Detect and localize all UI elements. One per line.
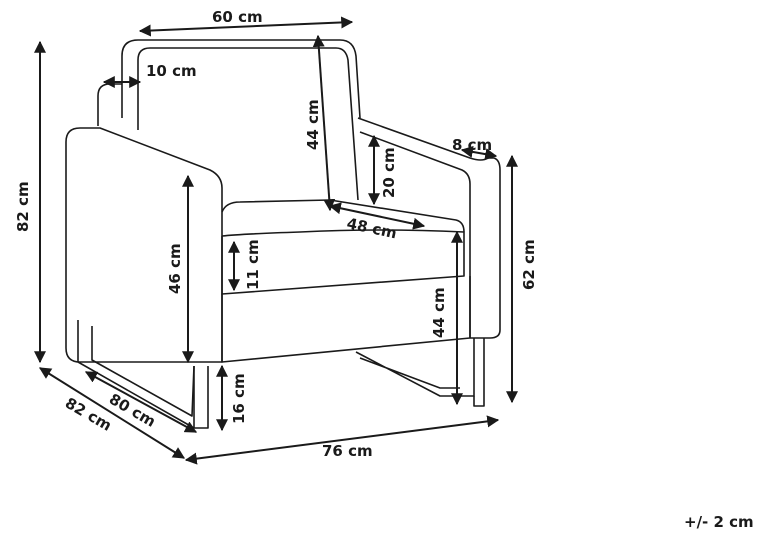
dim-line-back-height xyxy=(312,34,336,212)
dimension-lines xyxy=(34,16,518,465)
back-side-bump xyxy=(97,83,122,126)
label-total-depth: 82 cm xyxy=(62,394,115,435)
dim-line-total-depth xyxy=(38,367,186,459)
label-leg-height: 16 cm xyxy=(230,373,248,424)
label-seat-height: 44 cm xyxy=(430,287,448,338)
label-arm-side: 46 cm xyxy=(166,243,184,294)
left-arm xyxy=(65,127,223,363)
dim-line-seat-depth xyxy=(328,202,426,230)
label-total-width: 60 cm xyxy=(212,8,263,26)
label-overall-width: 76 cm xyxy=(322,442,373,460)
label-arm-width: 8 cm xyxy=(452,136,492,154)
backrest-frame xyxy=(121,39,361,119)
dim-line-arm-width xyxy=(460,145,498,161)
label-back-frame: 10 cm xyxy=(146,62,197,80)
label-arm-height: 62 cm xyxy=(520,239,538,290)
dimension-labels: 60 cm 10 cm 44 cm 20 cm 8 cm 82 cm 48 cm… xyxy=(14,8,538,460)
tolerance-note: +/- 2 cm xyxy=(684,513,754,531)
label-total-height: 82 cm xyxy=(14,181,32,232)
label-cushion: 11 cm xyxy=(244,239,262,290)
dim-line-total-width xyxy=(138,16,354,37)
seat-cushion-top xyxy=(221,199,465,233)
armchair-outline xyxy=(65,39,501,429)
dim-line-overall-width xyxy=(184,415,500,465)
backrest-panel xyxy=(137,47,359,201)
right-rear-leg xyxy=(473,338,485,407)
right-arm-inner xyxy=(359,131,471,338)
label-backrest-inner: 20 cm xyxy=(380,147,398,198)
label-back-height: 44 cm xyxy=(304,99,322,150)
